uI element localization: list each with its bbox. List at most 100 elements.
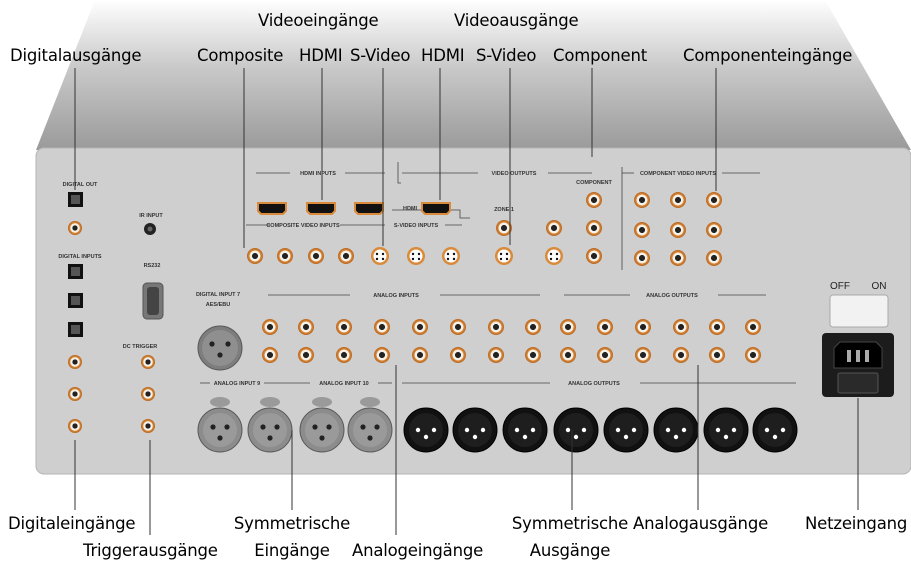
component-input-3pb — [706, 222, 722, 238]
composite-output-zone — [496, 220, 512, 236]
component-input-2pr — [670, 250, 686, 266]
xlr-balanced-input-3 — [299, 397, 345, 453]
component-output-y — [586, 192, 602, 208]
trigger-output-2 — [141, 387, 155, 401]
analog-input-rca-2-4 — [374, 347, 390, 363]
callout-hdmi-inputs: HDMI — [299, 46, 343, 65]
trigger-output-1 — [141, 355, 155, 369]
panel-label-analog-input-9: ANALOG INPUT 9 — [214, 381, 260, 387]
analog-output-rca-1-14 — [745, 319, 761, 335]
power-socket — [822, 333, 894, 397]
component-input-3pr — [706, 250, 722, 266]
component-input-1y — [634, 192, 650, 208]
xlr-balanced-output-4 — [553, 407, 599, 453]
analog-output-rca-2-10 — [597, 347, 613, 363]
panel-label-digital-inputs: DIGITAL INPUTS — [58, 254, 102, 260]
s-video-input-1 — [371, 247, 389, 265]
analog-input-rca-1-8 — [525, 319, 541, 335]
callout-component-inputs: Componenteingänge — [683, 46, 853, 65]
analog-input-rca-1-1 — [262, 319, 278, 335]
analog-input-rca-2-6 — [450, 347, 466, 363]
callout-s-video-output: S-Video — [476, 46, 537, 65]
analog-input-rca-1-7 — [488, 319, 504, 335]
panel-label-component: COMPONENT — [576, 180, 612, 186]
panel-label-rs232: RS232 — [144, 263, 161, 269]
composite-input-3 — [308, 248, 324, 264]
digital-input-optical-1 — [68, 264, 83, 279]
analog-output-rca-2-13 — [709, 347, 725, 363]
callout-analog-inputs: Analogeingänge — [352, 541, 484, 560]
panel-label-aes-ebu: AES/EBU — [206, 302, 230, 308]
analog-input-rca-1-5 — [412, 319, 428, 335]
component-input-3y — [706, 192, 722, 208]
panel-label-analog-outputs-top: ANALOG OUTPUTS — [646, 293, 698, 299]
xlr-balanced-output-7 — [703, 407, 749, 453]
callout-digital-inputs: Digitaleingänge — [8, 514, 136, 533]
callout-analog-outputs: Analogausgänge — [633, 514, 769, 533]
xlr-balanced-input-1 — [197, 397, 243, 453]
panel-label-component-video-inputs: COMPONENT VIDEO INPUTS — [640, 171, 716, 177]
component-input-1pb — [634, 222, 650, 238]
callout-video-outputs: Videoausgänge — [454, 11, 579, 30]
callout-s-video-inputs: S-Video — [350, 46, 411, 65]
component-input-1pr — [634, 250, 650, 266]
power-switch[interactable] — [829, 294, 889, 328]
hdmi-input-3 — [354, 202, 384, 215]
xlr-balanced-input-4 — [347, 397, 393, 453]
component-output-pb — [586, 220, 602, 236]
callout-trigger-outputs: Triggerausgänge — [83, 541, 218, 560]
power-switch-on-label: ON — [872, 281, 887, 292]
panel-label-dc-trigger: DC TRIGGER — [123, 344, 158, 350]
component-input-2y — [670, 192, 686, 208]
top-cover — [36, 0, 911, 150]
analog-input-rca-2-5 — [412, 347, 428, 363]
analog-rca-rows — [262, 319, 761, 363]
composite-output-main — [546, 220, 562, 236]
callout-video-inputs: Videoeingänge — [258, 11, 379, 30]
callout-balanced-outputs-line1: Symmetrische — [511, 514, 629, 533]
analog-output-rca-2-14 — [745, 347, 761, 363]
digital-out-optical — [68, 192, 83, 207]
callout-leader-lines — [74, 68, 859, 535]
panel-label-digital-out: DIGITAL OUT — [63, 182, 98, 188]
digital-out-coax — [68, 221, 82, 235]
analog-output-rca-1-11 — [635, 319, 651, 335]
callout-power-input: Netzeingang — [805, 514, 908, 533]
digital-input-coax-2 — [68, 387, 82, 401]
analog-input-rca-1-3 — [336, 319, 352, 335]
hdmi-input-2 — [306, 202, 336, 215]
analog-input-rca-1-6 — [450, 319, 466, 335]
analog-input-rca-2-8 — [525, 347, 541, 363]
analog-input-rca-2-7 — [488, 347, 504, 363]
composite-input-2 — [277, 248, 293, 264]
callout-balanced-outputs-line2: Ausgänge — [529, 541, 611, 560]
s-video-output-main — [545, 247, 563, 265]
hdmi-output — [421, 202, 451, 215]
rs232-port — [142, 282, 164, 320]
s-video-input-3 — [442, 247, 460, 265]
callout-composite: Composite — [197, 46, 284, 65]
panel-label-ir-input: IR INPUT — [139, 213, 163, 219]
analog-output-rca-2-9 — [560, 347, 576, 363]
hdmi-input-1 — [257, 202, 287, 215]
s-video-input-2 — [407, 247, 425, 265]
analog-input-rca-1-4 — [374, 319, 390, 335]
panel-label-s-video-inputs: S-VIDEO INPUTS — [394, 223, 439, 229]
panel-label-analog-outputs-bottom: ANALOG OUTPUTS — [568, 381, 620, 387]
panel-label-digital-input-7: DIGITAL INPUT 7 — [196, 292, 240, 298]
analog-output-rca-1-10 — [597, 319, 613, 335]
rear-panel — [35, 147, 911, 475]
panel-label-zone: ZONE 1 — [494, 207, 514, 213]
callout-balanced-outputs: Symmetrische Ausgänge — [500, 514, 640, 560]
composite-input-1 — [247, 248, 263, 264]
xlr-connector-row — [197, 397, 798, 453]
analog-input-rca-2-3 — [336, 347, 352, 363]
analog-output-rca-1-9 — [560, 319, 576, 335]
xlr-balanced-output-2 — [452, 407, 498, 453]
power-switch-off-label: OFF — [830, 281, 850, 292]
component-output-pr — [586, 248, 602, 264]
digital-input-optical-3 — [68, 322, 83, 337]
analog-input-rca-1-2 — [298, 319, 314, 335]
